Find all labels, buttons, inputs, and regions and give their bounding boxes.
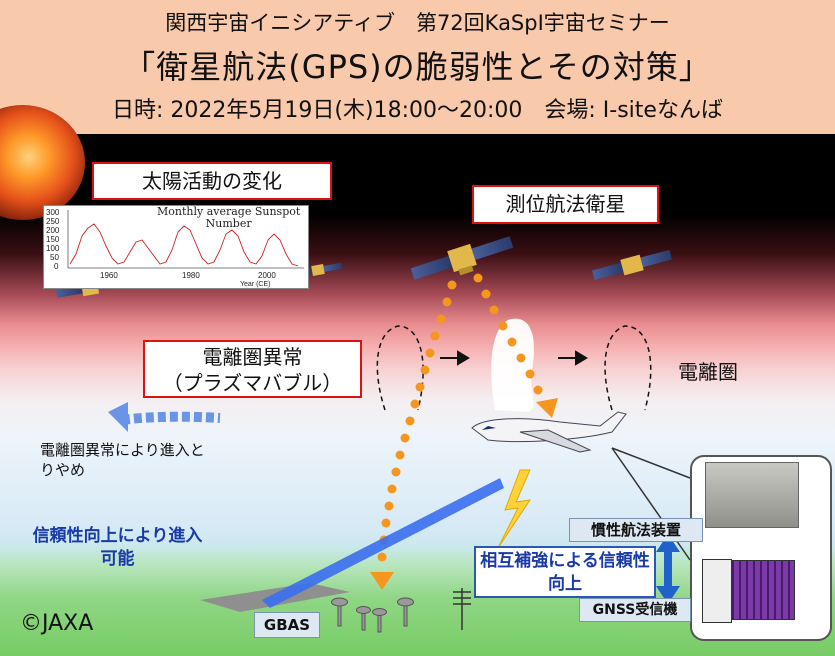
iono-anomaly-line2: （プラズマバブル） [162,371,343,395]
callout-pointer [611,447,691,561]
x-tick-2000: 2000 [258,271,276,280]
sunspot-title-line1: Monthly average Sunspot [157,205,301,218]
ionosphere-label: 電離圏 [678,360,738,384]
y-tick-300: 300 [46,208,60,217]
iono-anomaly-line1: 電離圏異常 [202,345,303,369]
sunspot-plot: 300 250 200 150 100 50 0 1960 1980 2000 … [46,208,304,288]
mutual-reinforcement-arrow [656,534,680,604]
copyright-text: ©JAXA [20,611,94,636]
drift-arrows [440,350,588,366]
approach-path [262,478,504,608]
sunspot-chart: 300 250 200 150 100 50 0 1960 1980 2000 … [43,205,309,289]
satellite-center [410,236,514,280]
iono-anomaly-label: 電離圏異常 （プラズマバブル） [143,340,362,398]
x-axis-label: Year (CE) [240,281,270,288]
satellite-signal-path-to-aircraft [473,273,558,418]
mutual-reinforcement-label: 相互補強による信頼性向上 [474,546,656,598]
organizer-title: 関西宇宙イニシアティブ 第72回KaSpI宇宙セミナー [165,11,670,35]
aircraft [471,411,627,453]
y-tick-250: 250 [46,217,60,226]
inertial-navigation-device-image [705,462,799,528]
nav-satellite-label: 測位航法衛星 [472,185,659,224]
x-tick-1960: 1960 [100,271,118,280]
satellite-signal-path-to-ground [370,280,457,590]
gbas-label: GBAS [254,612,320,638]
solar-activity-label: 太陽活動の変化 [92,162,332,200]
header-banner: 関西宇宙イニシアティブ 第72回KaSpI宇宙セミナー 「衛星航法(GPS)の脆… [0,0,835,134]
sunspot-title-line2: Number [205,217,252,230]
missed-approach-arrow [108,402,221,432]
inertial-navigation-label: 慣性航法装置 [569,518,703,542]
x-tick-1980: 1980 [182,271,200,280]
y-tick-0: 0 [54,262,59,271]
y-tick-50: 50 [50,253,59,262]
gbas-antennas [331,597,414,633]
interference-lightning [497,469,532,549]
radio-tower [453,588,471,630]
satellite-far-right [592,249,672,281]
seminar-title: 「衛星航法(GPS)の脆弱性とその対策」 [123,48,712,86]
approach-possible-text: 信頼性向上により進入可能 [32,526,203,569]
sunspot-chart-title: Monthly average Sunspot Number [157,206,300,230]
approach-abort-text: 電離圏異常により進入とりやめ [40,441,205,479]
date-venue: 日時: 2022年5月19日(木)18:00〜20:00 会場: I-siteな… [112,98,723,123]
y-tick-100: 100 [46,244,60,253]
sunspot-series [69,223,299,267]
y-tick-150: 150 [46,235,60,244]
plasma-bubble-plume [491,318,534,412]
gnss-receiver-image [702,559,795,623]
gnss-receiver-label: GNSS受信機 [579,598,691,622]
y-tick-200: 200 [46,226,60,235]
